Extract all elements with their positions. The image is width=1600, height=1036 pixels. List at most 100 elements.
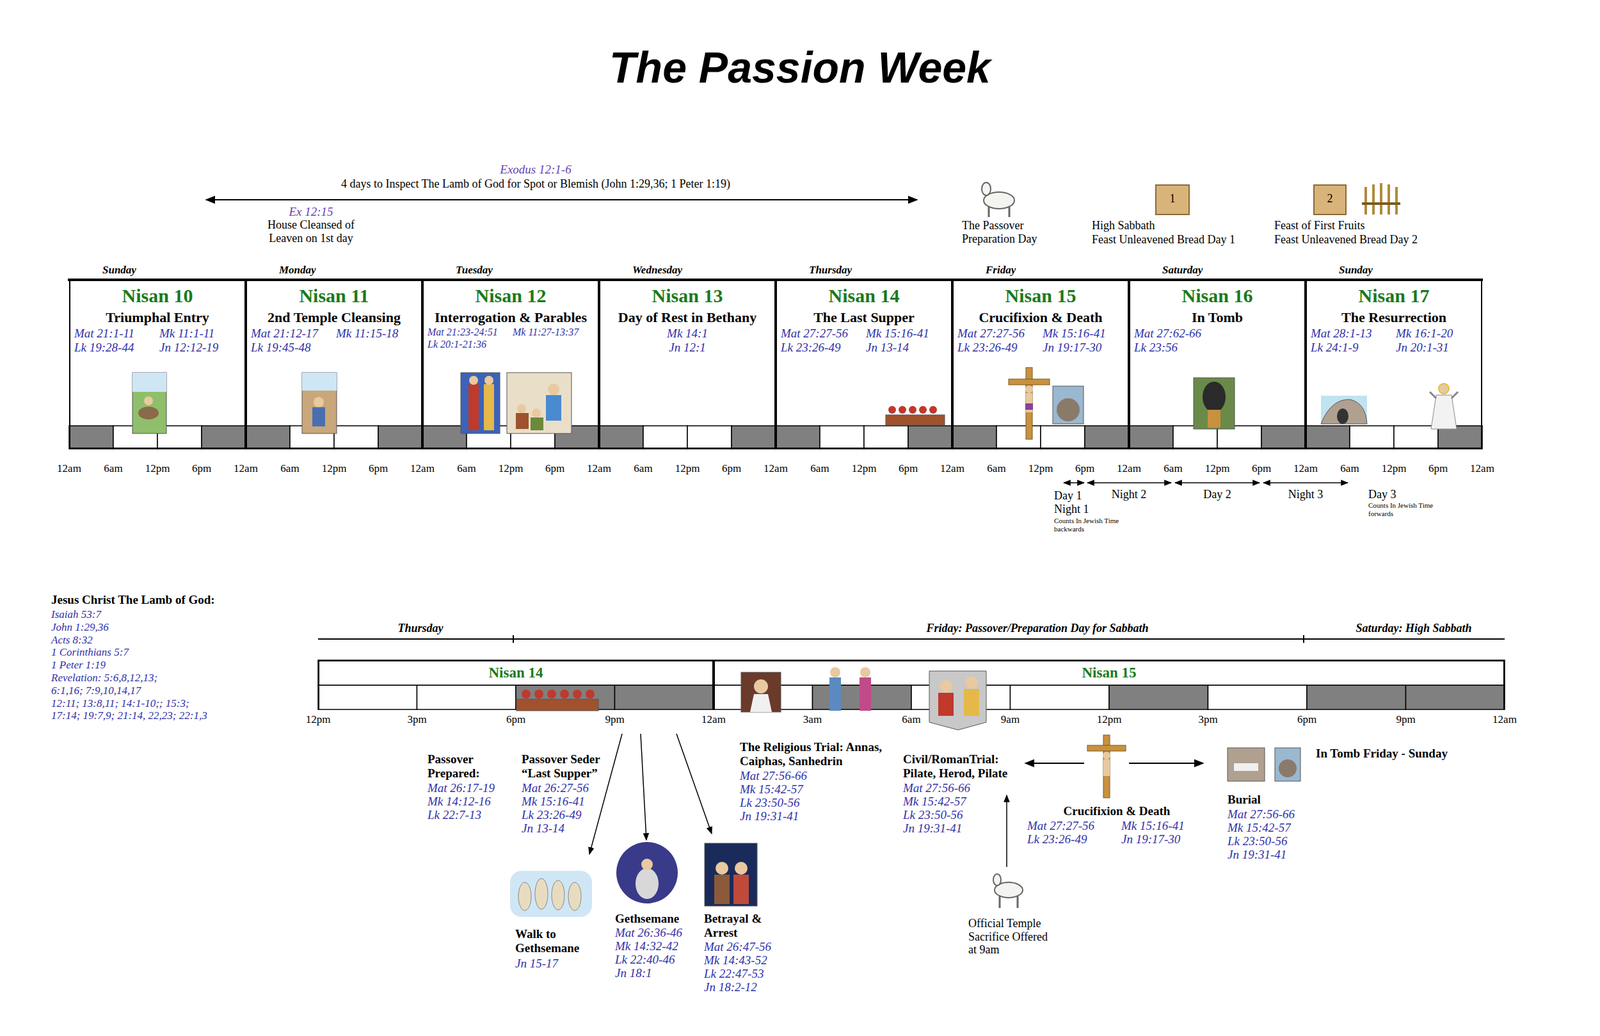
triumphal-entry-icon <box>132 372 167 434</box>
annotation-text: Lk 23:50-56 <box>1227 833 1288 848</box>
annotation-text: Feast Unleavened Bread Day 1 <box>1091 232 1236 247</box>
scripture-reference: Jn 20:1-31 <box>1395 340 1478 355</box>
time-tick-label: 12am <box>1470 462 1495 475</box>
day-name: Tuesday <box>455 263 493 277</box>
annotation-text: Saturday: High Sabbath <box>1355 621 1472 635</box>
annotation-text: Mat 27:27-56 <box>1027 818 1095 833</box>
scripture-reference: Jn 13-14 <box>865 340 948 355</box>
time-segment <box>687 425 732 449</box>
annotation-text: Mat 26:17-19 <box>427 780 495 795</box>
annotation-text: Day 2 <box>1203 487 1232 502</box>
burial-icon <box>1227 747 1265 781</box>
bottom-lamb-icon <box>993 873 1023 908</box>
scripture-reference: Mk 11:1-11 <box>159 326 241 341</box>
time-tick-label: 6pm <box>368 462 388 475</box>
day-box: ThursdayNisan 14The Last SupperMat 27:27… <box>775 279 953 449</box>
time-tick-label: 12pm <box>1205 462 1231 475</box>
annotation-text: Lk 22:40-46 <box>615 952 675 967</box>
betrayal-icon <box>704 842 758 906</box>
annotation-text: Passover Prepared: <box>427 752 498 781</box>
day-name: Wednesday <box>632 263 683 277</box>
annotation-text: The Passover Preparation Day <box>961 218 1058 246</box>
annotation-text: Night 2 <box>1111 487 1147 502</box>
annotation-text: Ex 12:15 <box>288 204 333 219</box>
time-tick-label: 9am <box>1000 712 1020 726</box>
annotation-text: Counts In Jewish Time forwards <box>1368 501 1446 518</box>
annotation-text: Mk 14:32-42 <box>615 938 679 953</box>
annotation-text: Friday: Passover/Preparation Day for Sab… <box>926 621 1149 635</box>
time-tick-label: 3pm <box>407 712 427 726</box>
day-box: WednesdayNisan 13Day of Rest in BethanyM… <box>599 279 776 449</box>
gethsemane-icon <box>616 841 678 904</box>
time-segment <box>1349 425 1394 449</box>
event-title: 2nd Temple Cleansing <box>247 309 422 326</box>
time-tick-label: 12pm <box>321 462 347 475</box>
time-tick-label: 6pm <box>898 462 918 475</box>
time-tick-label: 6pm <box>1428 462 1448 475</box>
annotation-text: Jn 19:31-41 <box>739 808 799 824</box>
time-tick-label: 6am <box>1163 462 1183 475</box>
time-tick-label: 12am <box>701 712 726 726</box>
inspection-arrow <box>206 199 918 201</box>
bottom-last-supper-icon <box>516 689 599 711</box>
empty-tomb-icon <box>1320 395 1368 424</box>
time-segment <box>422 425 467 449</box>
reference-grid: Mk 14:1Jn 12:1 <box>600 326 775 355</box>
scripture-reference: Mat 27:27-56 <box>957 326 1039 341</box>
risen-jesus-icon <box>1429 383 1458 429</box>
scripture-reference: Mk 16:1-20 <box>1395 326 1478 341</box>
annotation-text: 17:14; 19:7,9; 21:14, 22,23; 22:1,3 <box>51 709 208 722</box>
annotation-text: Feast Unleavened Bread Day 2 <box>1274 232 1418 247</box>
annotation-text: Jn 19:31-41 <box>903 821 962 836</box>
day-box: SundayNisan 10Triumphal EntryMat 21:1-11… <box>69 279 246 449</box>
walk-icon <box>510 870 592 917</box>
annotation-text: Jn 18:1 <box>615 965 653 980</box>
scripture-reference: Lk 20:1-21:36 <box>427 338 509 351</box>
nisan-date: Nisan 10 <box>70 284 245 306</box>
day-box: TuesdayNisan 12Interrogation & ParablesM… <box>422 279 600 449</box>
annotation-text: Acts 8:32 <box>51 633 93 647</box>
time-tick-label: 3pm <box>1198 712 1218 726</box>
time-tick-label: 12am <box>1492 712 1517 726</box>
day-box: SundayNisan 17The ResurrectionMat 28:1-1… <box>1305 279 1483 449</box>
time-segment <box>417 684 517 710</box>
annotation-text: In Tomb Friday - Sunday <box>1315 746 1448 761</box>
time-segment <box>378 425 423 449</box>
annotation-text: Betrayal & Arrest <box>704 911 768 940</box>
time-segment <box>245 425 290 449</box>
day-name: Thursday <box>808 263 852 277</box>
day-name: Sunday <box>1338 263 1373 277</box>
time-tick-label: 12pm <box>305 712 331 726</box>
nisan-date: Nisan 16 <box>1130 284 1305 306</box>
reference-grid: Mat 21:12-17Mk 11:15-18Lk 19:45-48 <box>247 326 422 355</box>
reference-grid: Mat 27:62-66Lk 23:56 <box>1130 326 1305 355</box>
time-tick-label: 3am <box>803 712 822 726</box>
parables-icon <box>506 372 572 434</box>
time-tick-label: 12am <box>940 462 965 475</box>
scripture-reference: Lk 19:45-48 <box>250 340 333 355</box>
annotation-text: Lk 22:7-13 <box>427 807 482 822</box>
annotation-text: High Sabbath <box>1091 218 1156 233</box>
pilate-icon <box>929 670 987 730</box>
nisan-date: Nisan 13 <box>600 284 775 306</box>
time-tick-label: 9pm <box>1395 712 1416 726</box>
time-tick-label: 6pm <box>1075 462 1095 475</box>
nisan-date: Nisan 11 <box>247 284 422 306</box>
time-tick-label: 6pm <box>1297 712 1317 726</box>
time-segment <box>908 425 953 449</box>
annotation-text: Jn 15-17 <box>515 956 559 971</box>
interrogation-icon <box>460 372 500 434</box>
scripture-reference: Mk 15:16-41 <box>1042 326 1124 341</box>
time-segment <box>318 659 1505 685</box>
time-segment <box>1208 684 1308 710</box>
annotation-text: Jn 19:31-41 <box>1227 847 1287 862</box>
time-segment <box>201 425 246 449</box>
time-tick-label: 6am <box>810 462 829 475</box>
scripture-reference: Lk 23:56 <box>1134 340 1301 355</box>
temple-cleansing-icon <box>302 372 337 434</box>
time-segment <box>1109 684 1209 710</box>
night-event-arrows <box>589 733 712 854</box>
time-tick-label: 6pm <box>1251 462 1272 475</box>
scripture-reference: Lk 23:26-49 <box>957 340 1039 355</box>
annotation-text: Isaiah 53:7 <box>51 608 102 621</box>
